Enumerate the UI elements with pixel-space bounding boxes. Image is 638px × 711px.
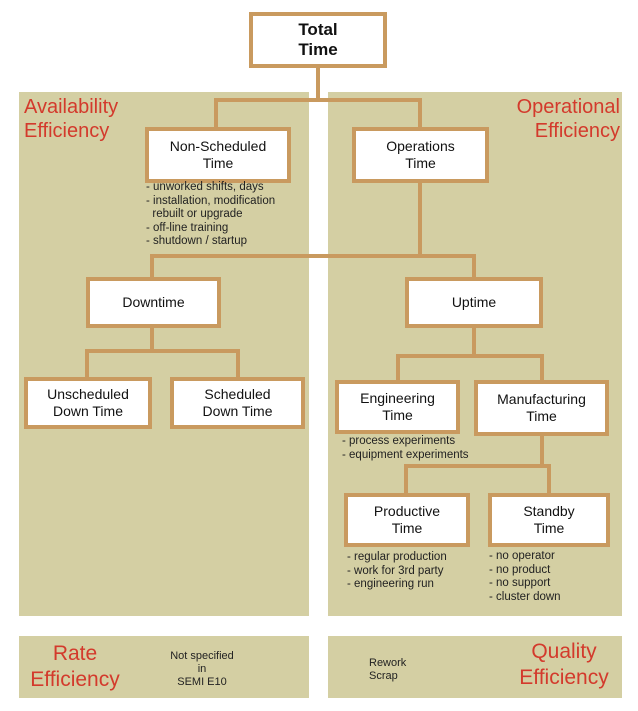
list-item: rebuilt or upgrade <box>146 208 243 221</box>
list-item: - cluster down <box>489 590 561 603</box>
downtime-box: Downtime <box>86 277 221 328</box>
non-scheduled-notes: - unworked shifts, days - installation, … <box>146 181 275 249</box>
engineering-time-label: Engineering Time <box>360 390 435 423</box>
downtime-label: Downtime <box>122 294 185 311</box>
rate-efficiency-label: Rate Efficiency <box>30 642 120 691</box>
rate-not-specified-note: Not specified in SEMI E10 <box>170 650 234 688</box>
standby-notes: - no operator - no product - no support … <box>489 550 561 604</box>
list-item: - engineering run <box>347 578 434 591</box>
list-item: - no operator <box>489 550 555 562</box>
unscheduled-down-time-box: Unscheduled Down Time <box>24 377 152 429</box>
list-item: - off-line training <box>146 221 229 234</box>
list-item: - equipment experiments <box>342 448 469 461</box>
uptime-label: Uptime <box>451 294 497 311</box>
rate-panel <box>19 636 309 698</box>
scheduled-down-time-label: Scheduled Down Time <box>202 386 273 419</box>
total-time-box: Total Time <box>249 12 387 68</box>
list-item: - installation, modification <box>146 194 276 207</box>
list-item: - process experiments <box>342 435 456 447</box>
standby-time-label: Standby Time <box>523 503 575 536</box>
productive-time-label: Productive Time <box>373 503 441 536</box>
productive-notes: - regular production - work for 3rd part… <box>347 551 447 592</box>
manufacturing-time-label: Manufacturing Time <box>497 391 586 424</box>
list-item: - no product <box>489 563 551 576</box>
list-item: - work for 3rd party <box>347 564 444 577</box>
operational-efficiency-label: Operational Efficiency <box>516 96 620 143</box>
manufacturing-time-box: Manufacturing Time <box>474 380 609 436</box>
operations-time-box: Operations Time <box>352 127 489 183</box>
standby-time-box: Standby Time <box>488 493 610 547</box>
non-scheduled-time-label: Non-Scheduled Time <box>169 138 267 171</box>
uptime-box: Uptime <box>405 277 543 328</box>
list-item: - shutdown / startup <box>146 235 247 248</box>
quality-efficiency-label: Quality Efficiency <box>519 640 609 689</box>
engineering-time-box: Engineering Time <box>335 380 460 434</box>
operations-time-label: Operations Time <box>386 138 455 171</box>
non-scheduled-time-box: Non-Scheduled Time <box>145 127 291 183</box>
engineering-notes: - process experiments - equipment experi… <box>342 435 469 462</box>
quality-panel <box>328 636 622 698</box>
quality-rework-scrap-note: Rework Scrap <box>369 657 407 682</box>
scheduled-down-time-box: Scheduled Down Time <box>170 377 305 429</box>
total-time-label: Total Time <box>298 19 338 59</box>
list-item: - unworked shifts, days <box>146 181 264 193</box>
list-item: - regular production <box>347 551 447 563</box>
list-item: - no support <box>489 577 551 590</box>
availability-efficiency-label: Availability Efficiency <box>24 96 119 143</box>
productive-time-box: Productive Time <box>344 493 470 547</box>
unscheduled-down-time-label: Unscheduled Down Time <box>47 386 129 419</box>
